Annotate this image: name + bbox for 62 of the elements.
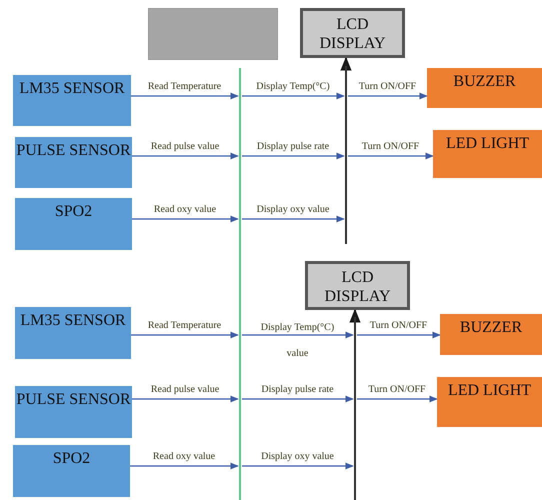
display-line xyxy=(345,66,347,244)
node-label: PULSE SENSOR xyxy=(16,141,131,161)
edge-label: Read pulse value xyxy=(150,141,220,153)
node-label: BUZZER xyxy=(453,72,516,92)
edge-label: Read pulse value xyxy=(150,384,220,396)
edge-label: Turn ON/OFF xyxy=(360,141,420,153)
controller-box xyxy=(148,8,278,60)
node-label: LED LIGHT xyxy=(446,134,530,154)
sensor-box xyxy=(15,307,131,359)
arrow xyxy=(242,216,345,222)
edge-label: Read Temperature xyxy=(146,81,222,93)
output-box xyxy=(437,377,542,427)
display-box xyxy=(300,8,405,58)
edge-label: Display Temp(°C) xyxy=(255,81,331,93)
sensor-box xyxy=(15,198,132,250)
sensor-box xyxy=(13,75,131,126)
arrow xyxy=(242,152,345,160)
arrow xyxy=(357,396,438,402)
display-box xyxy=(305,261,410,310)
edge-label: Display oxy value xyxy=(260,451,335,463)
bus-line xyxy=(239,68,241,500)
node-label: LED LIGHT xyxy=(448,381,532,401)
edge-label: Turn ON/OFF xyxy=(368,320,428,332)
arrow xyxy=(349,308,361,323)
node-label: BUZZER xyxy=(460,318,522,338)
edge-label: Display Temp(°C) value xyxy=(260,321,336,361)
sensor-box xyxy=(15,386,132,438)
arrow xyxy=(131,332,239,338)
node-label: LCD DISPLAY xyxy=(318,15,387,54)
sensor-box xyxy=(15,137,132,188)
edge-label: Display pulse rate xyxy=(260,384,335,396)
output-box xyxy=(433,130,542,178)
arrow xyxy=(348,152,434,160)
output-box xyxy=(427,68,542,108)
arrow xyxy=(130,462,239,470)
edge-label: Turn ON/OFF xyxy=(358,81,418,93)
node-label: SPO2 xyxy=(54,202,92,222)
edge-label: Read oxy value xyxy=(152,451,216,463)
sensor-box xyxy=(13,445,130,497)
node-label: LM35 SENSOR xyxy=(20,311,126,331)
edge-label: Display pulse rate xyxy=(256,141,330,153)
edge-label: Turn ON/OFF xyxy=(367,384,427,396)
node-label: LM35 SENSOR xyxy=(19,79,125,99)
edge-label: Display oxy value xyxy=(256,204,330,216)
arrow xyxy=(242,396,354,402)
arrow xyxy=(132,152,239,160)
edge-label: Read Temperature xyxy=(146,320,222,332)
display-line xyxy=(354,317,356,500)
arrow xyxy=(132,216,239,222)
arrow xyxy=(132,396,239,402)
arrow xyxy=(242,462,354,470)
node-label: LCD DISPLAY xyxy=(323,268,392,307)
arrow xyxy=(348,92,428,100)
arrow xyxy=(242,92,345,100)
node-label: PULSE SENSOR xyxy=(16,390,131,410)
node-label: SPO2 xyxy=(52,449,90,469)
arrow xyxy=(357,332,441,338)
arrow xyxy=(340,56,352,71)
arrow xyxy=(131,92,239,100)
edge-label: Read oxy value xyxy=(152,204,218,216)
output-box xyxy=(440,314,542,355)
arrow xyxy=(242,332,354,338)
